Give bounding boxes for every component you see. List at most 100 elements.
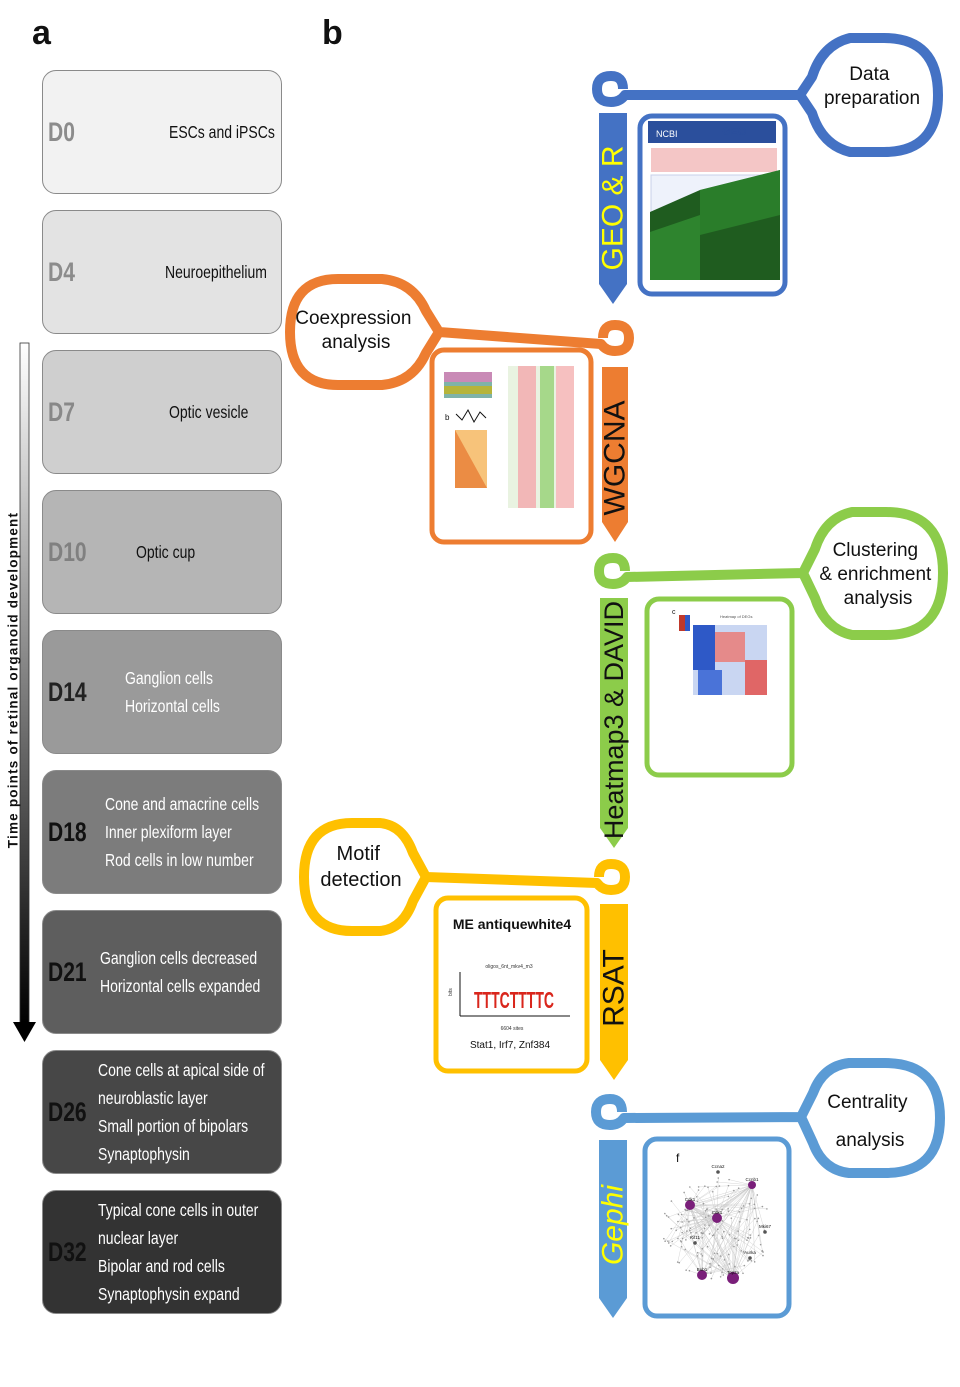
network-edge xyxy=(689,1204,740,1212)
timepoint-day-label: D0 xyxy=(48,116,75,147)
network-node xyxy=(759,1243,762,1246)
network-thumbnail: f Cdk1Cdk1Ccnb1Top2aBub1Mki67AurkaCcna2K… xyxy=(663,1151,771,1284)
network-edge xyxy=(701,1203,704,1276)
network-hub-node xyxy=(748,1256,752,1260)
panel-b-letter: b xyxy=(322,14,343,52)
network-node xyxy=(704,1224,706,1226)
timepoint-box-d4: D4 Neuroepithelium xyxy=(42,210,282,334)
network-node xyxy=(750,1259,753,1262)
network-edge xyxy=(689,1204,764,1256)
timepoint-description-line: Ganglion cells xyxy=(125,668,213,688)
network-node xyxy=(676,1261,679,1263)
network-hub-node xyxy=(716,1170,720,1174)
network-node xyxy=(704,1185,706,1187)
network-node xyxy=(696,1251,699,1254)
step-centrality-analysis: Centrality analysis Gephi f Cdk1Cdk1Ccnb… xyxy=(591,1058,945,1319)
network-edge xyxy=(705,1210,734,1279)
network-edge xyxy=(701,1228,705,1276)
network-node xyxy=(757,1234,760,1237)
network-node-label: Ccnb1 xyxy=(745,1177,759,1182)
timepoint-description-line: Small portion of bipolars xyxy=(98,1116,249,1136)
timepoint-description-line: Optic cup xyxy=(136,542,196,562)
network-node xyxy=(749,1237,752,1239)
network-node xyxy=(685,1239,687,1241)
tool-label: GEO & R xyxy=(597,145,630,270)
network-node xyxy=(746,1218,748,1221)
network-node xyxy=(686,1230,688,1232)
network-node xyxy=(753,1203,756,1206)
network-edge xyxy=(732,1238,737,1279)
tool-label: RSAT xyxy=(598,949,631,1027)
network-node xyxy=(703,1227,706,1230)
heatmap-thumbnail: c Heatmap of DEGs xyxy=(672,609,767,695)
timepoint-day-label: D14 xyxy=(48,676,87,707)
network-node xyxy=(733,1245,735,1248)
network-edge xyxy=(707,1187,718,1219)
network-node xyxy=(688,1229,691,1232)
network-edge xyxy=(689,1188,751,1206)
step-connector xyxy=(594,507,948,640)
heatmap-title: Heatmap of DEGs xyxy=(720,614,752,619)
wgcna-thumbnail: b xyxy=(444,366,574,508)
network-node xyxy=(677,1213,680,1216)
network-edge xyxy=(724,1184,753,1260)
timepoint-description-line: Ganglion cells decreased xyxy=(100,948,258,968)
network-edge xyxy=(677,1204,691,1263)
thumbnail-frame xyxy=(433,895,590,1074)
network-edge xyxy=(732,1251,764,1279)
network-edge xyxy=(701,1208,755,1276)
network-edge xyxy=(716,1217,744,1274)
step-data-preparation: Data preparation GEO & R NCBI GEO xyxy=(592,33,943,304)
timepoint-description: Optic cup xyxy=(136,491,195,613)
network-node xyxy=(685,1269,687,1271)
tool-label: WGCNA xyxy=(599,401,632,516)
network-edge xyxy=(701,1184,753,1234)
network-node xyxy=(677,1220,679,1223)
motif-thumbnail: ME antiquewhite4 oligos_6nt_mkv4_m3 bits… xyxy=(448,916,571,1051)
timepoint-description-line: ESCs and iPSCs xyxy=(169,122,275,142)
network-node xyxy=(667,1242,670,1244)
timepoint-description-line: Inner plexiform layer xyxy=(105,822,232,842)
network-node xyxy=(718,1185,721,1187)
timeline-arrowhead xyxy=(13,1022,36,1042)
network-edge xyxy=(732,1235,759,1279)
timepoint-day-label: D21 xyxy=(48,956,87,987)
network-node xyxy=(737,1239,740,1242)
network-node xyxy=(670,1200,673,1202)
timepoint-day-label: D32 xyxy=(48,1236,87,1267)
network-node xyxy=(748,1203,751,1205)
network-node xyxy=(747,1259,749,1262)
timepoint-box-d0: D0 ESCs and iPSCs xyxy=(42,70,282,194)
step-motif-detection: Motif detection RSAT ME antiquewhite4 ol… xyxy=(299,818,631,1080)
network-node xyxy=(688,1220,690,1223)
network-node xyxy=(667,1216,670,1218)
network-panel-label: f xyxy=(676,1151,680,1165)
network-node xyxy=(686,1218,688,1221)
step-title: Centrality analysis xyxy=(827,1092,913,1151)
network-edge xyxy=(664,1213,734,1279)
network-edge xyxy=(688,1184,753,1222)
timepoint-day-label: D4 xyxy=(48,256,75,287)
network-node xyxy=(727,1195,730,1198)
timepoint-day-label: D18 xyxy=(48,816,87,847)
network-edge xyxy=(668,1204,691,1244)
network-node xyxy=(707,1186,709,1189)
network-node xyxy=(716,1252,719,1255)
network-edge xyxy=(689,1186,717,1206)
network-edge xyxy=(689,1204,747,1220)
network-node xyxy=(753,1207,756,1210)
network-node xyxy=(707,1215,710,1217)
timepoint-description: Optic vesicle xyxy=(169,351,248,473)
network-node xyxy=(723,1230,725,1233)
network-node xyxy=(739,1220,741,1223)
network-node xyxy=(708,1224,710,1227)
network-node xyxy=(689,1186,691,1188)
network-node xyxy=(721,1271,723,1274)
timepoint-description-line: Neuroepithelium xyxy=(165,262,267,282)
network-node xyxy=(710,1272,712,1274)
tool-banner xyxy=(600,598,628,848)
timepoint-description-line: nuclear layer xyxy=(98,1228,179,1248)
network-node xyxy=(704,1216,707,1219)
motif-genes: Stat1, Irf7, Znf384 xyxy=(470,1040,550,1051)
network-node xyxy=(709,1266,711,1269)
